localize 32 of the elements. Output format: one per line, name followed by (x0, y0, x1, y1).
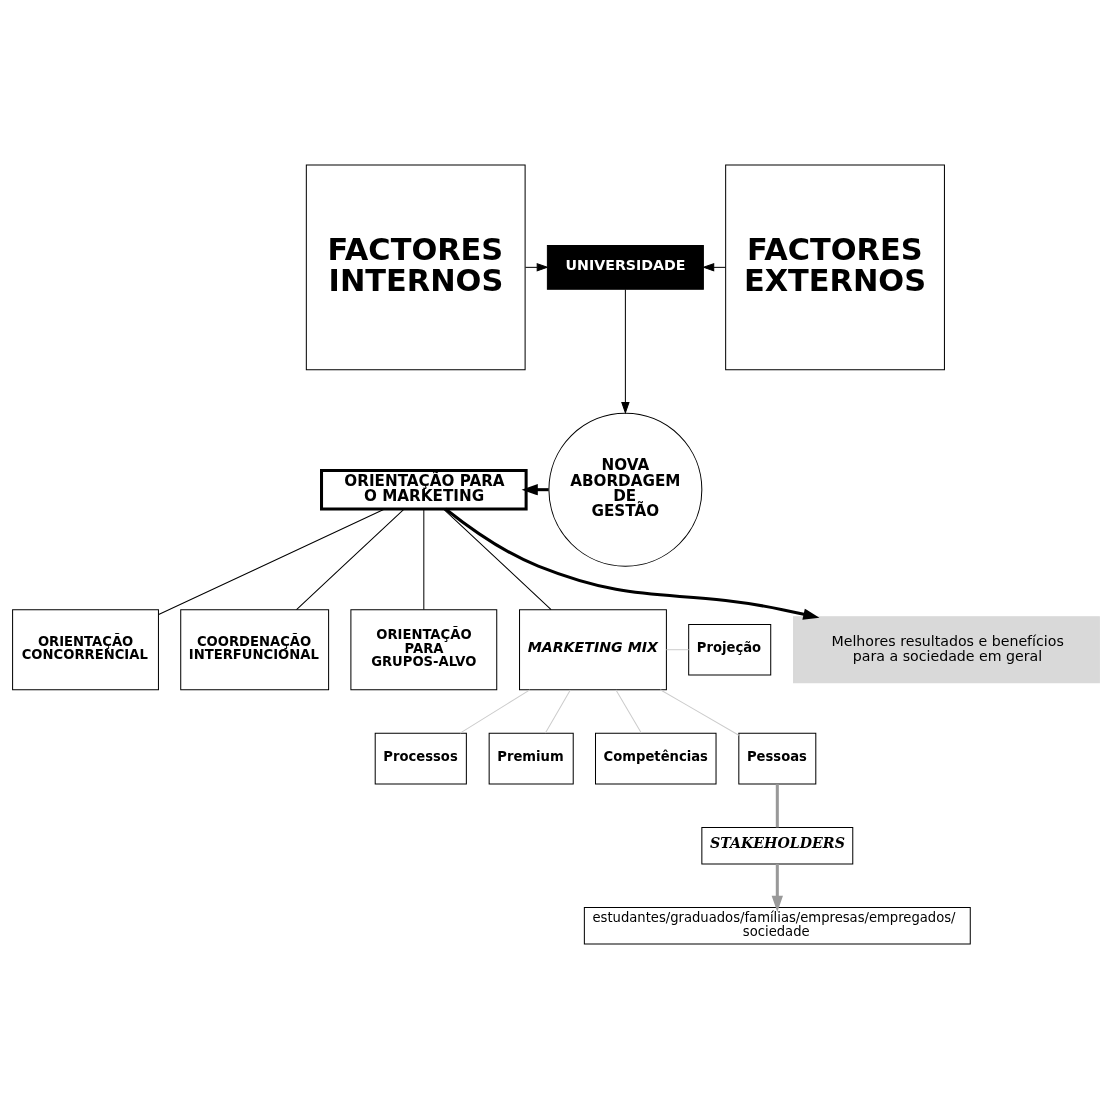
node-box: ORIENTAÇÃO CONCORRENCIAL (12, 609, 159, 691)
arrow (524, 263, 549, 272)
node-box: Pessoas (738, 732, 817, 785)
node-box: Premium (488, 732, 574, 785)
connector (459, 689, 531, 734)
node-box: FACTORES EXTERNOS (725, 164, 945, 371)
arrow (621, 288, 630, 415)
node-box: MARKETING MIX (519, 609, 667, 691)
node-box: COORDENAÇÃO INTERFUNCIONAL (180, 609, 330, 691)
node-box: Projeção (688, 623, 772, 676)
node-box: estudantes/graduados/famílias/empresas/empregados/ sociedade (583, 907, 971, 945)
node-box: Processos (374, 732, 467, 785)
connector (544, 689, 571, 734)
connector (665, 649, 690, 651)
connector (443, 508, 552, 611)
connector (423, 508, 425, 611)
connector (775, 784, 779, 828)
node-box: FACTORES INTERNOS (305, 164, 526, 371)
node-box: Melhores resultados e benefícios para a sociedade em geral (793, 616, 1100, 684)
connector (296, 508, 405, 611)
node-box: ORIENTAÇÃO PARA GRUPOS-ALVO (350, 609, 498, 691)
node-box: UNIVERSIDADE (546, 245, 704, 290)
node-box: ORIENTAÇÃO PARA O MARKETING (320, 468, 528, 511)
node-box: Competências (595, 732, 717, 785)
arrow (444, 507, 820, 620)
connector (158, 508, 386, 616)
connector (615, 689, 642, 734)
node-circle: NOVA ABORDAGEM DE GESTÃO (548, 412, 703, 567)
node-box: STAKEHOLDERS (701, 826, 854, 865)
arrow (702, 263, 726, 272)
arrow (771, 864, 783, 913)
connector (659, 689, 740, 736)
